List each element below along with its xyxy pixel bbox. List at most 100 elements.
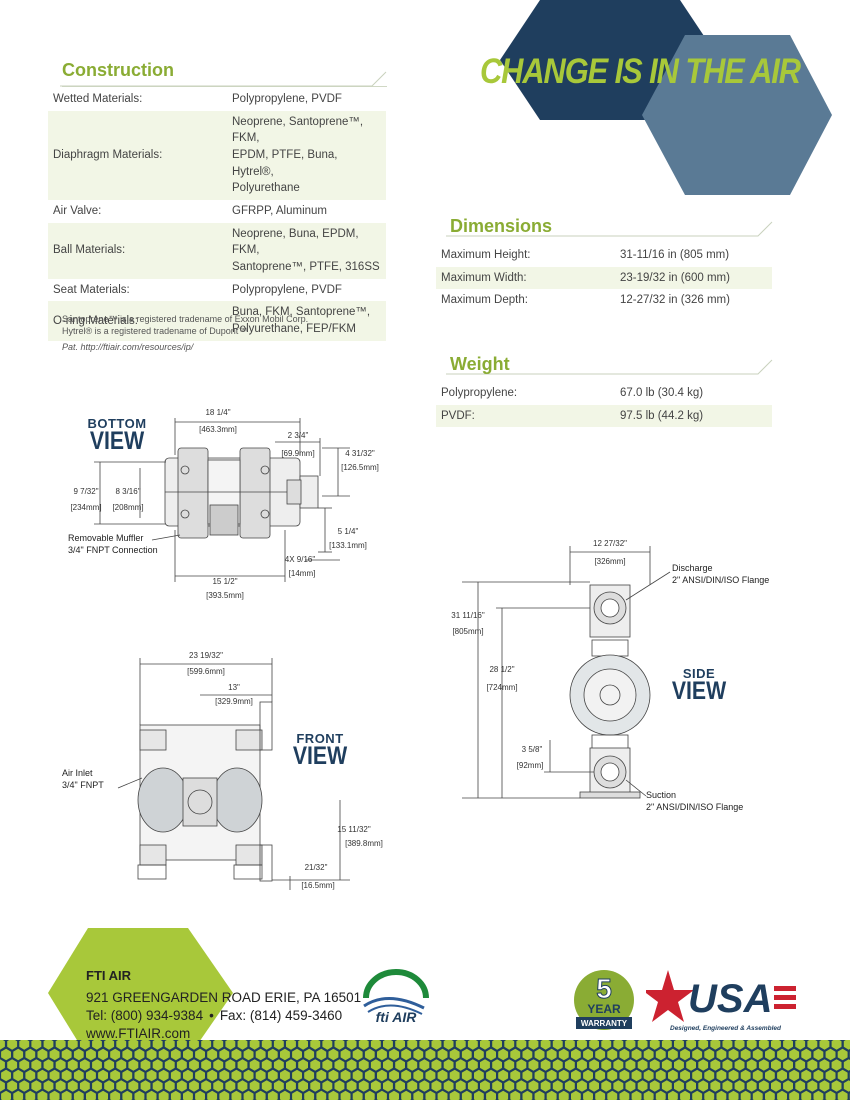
honeycomb-cell [280, 1090, 290, 1100]
honeycomb-cell [146, 1090, 157, 1100]
honeycomb-cell [79, 1040, 90, 1050]
honeycomb-cell [13, 1090, 24, 1100]
honeycomb-cell [510, 1069, 521, 1082]
honeycomb-cell [346, 1080, 357, 1092]
honeycomb-cell [122, 1069, 133, 1082]
honeycomb-cell [522, 1090, 533, 1100]
honeycomb-cell [674, 1080, 684, 1092]
honeycomb-cell [49, 1090, 60, 1100]
honeycomb-cell [474, 1048, 484, 1061]
website-link[interactable]: www.FTIAIR.com [86, 1026, 191, 1041]
honeycomb-cell [219, 1090, 230, 1100]
honeycomb-cell [589, 1080, 599, 1092]
dim-half-width-mm: [329.9mm] [215, 697, 253, 706]
honeycomb-cell [31, 1040, 42, 1050]
honeycomb-cell [0, 1080, 5, 1092]
dim-depth: 12 27/32" [593, 539, 627, 548]
honeycomb-cell [304, 1048, 315, 1061]
honeycomb-cell [552, 1080, 563, 1092]
row-label: Maximum Depth: [441, 294, 528, 307]
honeycomb-cell [625, 1059, 636, 1071]
phone-fax-line: Tel: (800) 934-9384•Fax: (814) 459-3460 [86, 1007, 361, 1025]
honeycomb-cell [255, 1048, 266, 1061]
honeycomb-cell [728, 1048, 739, 1061]
honeycomb-cell [571, 1048, 581, 1061]
honeycomb-cell [625, 1080, 636, 1092]
row-value: GFRPP, Aluminum [232, 205, 328, 218]
honeycomb-cell [364, 1090, 375, 1100]
honeycomb-cell [292, 1069, 302, 1082]
honeycomb-cell [631, 1090, 642, 1100]
row-value: 23-19/32 in (600 mm) [616, 266, 772, 290]
honeycomb-cell [674, 1059, 684, 1071]
honeycomb-cell [807, 1080, 818, 1092]
honeycomb-cell [158, 1069, 169, 1082]
honeycomb-cell [783, 1059, 793, 1071]
honeycomb-cell [668, 1090, 678, 1100]
honeycomb-cell [383, 1080, 393, 1092]
honeycomb-cell [298, 1040, 308, 1050]
honeycomb-cell [461, 1048, 472, 1061]
honeycomb-cell [267, 1048, 278, 1061]
honeycomb-cell [449, 1090, 460, 1100]
honeycomb-cell [461, 1090, 472, 1100]
honeycomb-cell [831, 1040, 842, 1050]
honeycomb-cell [467, 1059, 478, 1071]
dimensions-heading: Dimensions [450, 216, 553, 236]
honeycomb-cell [789, 1090, 800, 1100]
honeycomb-cell [643, 1048, 654, 1061]
honeycomb-cell [789, 1069, 800, 1082]
honeycomb-cell [825, 1069, 836, 1082]
honeycomb-cell [286, 1040, 296, 1050]
dim-width-mm: [463.3mm] [199, 425, 237, 434]
row-value: 67.0 lb (30.4 kg) [620, 387, 704, 399]
honeycomb-cell [540, 1080, 551, 1092]
honeycomb-cell [480, 1059, 490, 1071]
dim-depth: 9 7/32" [73, 487, 98, 496]
honeycomb-cell [686, 1040, 696, 1050]
dim-suction-height-mm: [92mm] [517, 761, 544, 770]
honeycomb-cell [92, 1059, 102, 1071]
honeycomb-cell [577, 1080, 587, 1092]
honeycomb-cell [346, 1059, 357, 1071]
honeycomb-cell [552, 1059, 563, 1071]
honeycomb-cell [292, 1048, 302, 1061]
honeycomb-cell [686, 1080, 696, 1092]
dim-muffler-mm: [133.1mm] [329, 541, 367, 550]
patent-link[interactable]: Pat. http://ftiair.com/resources/ip/ [62, 342, 194, 352]
table-row: Maximum Depth:12-27/32 in (326 mm) [436, 289, 772, 312]
honeycomb-cell [322, 1080, 333, 1092]
honeycomb-cell [146, 1069, 157, 1082]
honeycomb-cell [261, 1080, 272, 1092]
fax: Fax: (814) 459-3460 [219, 1008, 343, 1023]
honeycomb-cell [189, 1080, 199, 1092]
honeycomb-cell [807, 1040, 818, 1050]
honeycomb-cell [771, 1059, 781, 1071]
honeycomb-cell [825, 1090, 836, 1100]
honeycomb-cell [425, 1069, 436, 1082]
row-value: 97.5 lb (44.2 kg) [616, 404, 772, 428]
honeycomb-cell [213, 1040, 224, 1050]
dim-height: 31 11/16" [451, 611, 485, 620]
honeycomb-cell [401, 1090, 412, 1100]
honeycomb-cell [13, 1069, 24, 1082]
honeycomb-cell [577, 1040, 587, 1050]
honeycomb-cell [243, 1090, 254, 1100]
bottom-view-drawing: 18 1/4" [463.3mm] 2 3/4" [69.9mm] 4 31/3… [70, 408, 378, 600]
phone[interactable]: Tel: (800) 934-9384 [86, 1008, 204, 1023]
honeycomb-cell [661, 1040, 672, 1050]
dim-inner-depth-mm: [208mm] [112, 503, 143, 512]
honeycomb-cell [134, 1090, 145, 1100]
honeycomb-cell [716, 1069, 727, 1082]
dim-discharge-height: 28 1/2" [489, 665, 514, 674]
honeycomb-cell [370, 1080, 381, 1092]
honeycomb-cell [467, 1040, 478, 1050]
honeycomb-cell [613, 1059, 624, 1071]
honeycomb-cell [7, 1080, 18, 1092]
honeycomb-cell [413, 1048, 424, 1061]
honeycomb-cell [649, 1080, 660, 1092]
honeycomb-cell [595, 1090, 606, 1100]
honeycomb-cell [249, 1040, 260, 1050]
honeycomb-cell [67, 1059, 78, 1071]
dim-depth-mm: [326mm] [594, 557, 625, 566]
